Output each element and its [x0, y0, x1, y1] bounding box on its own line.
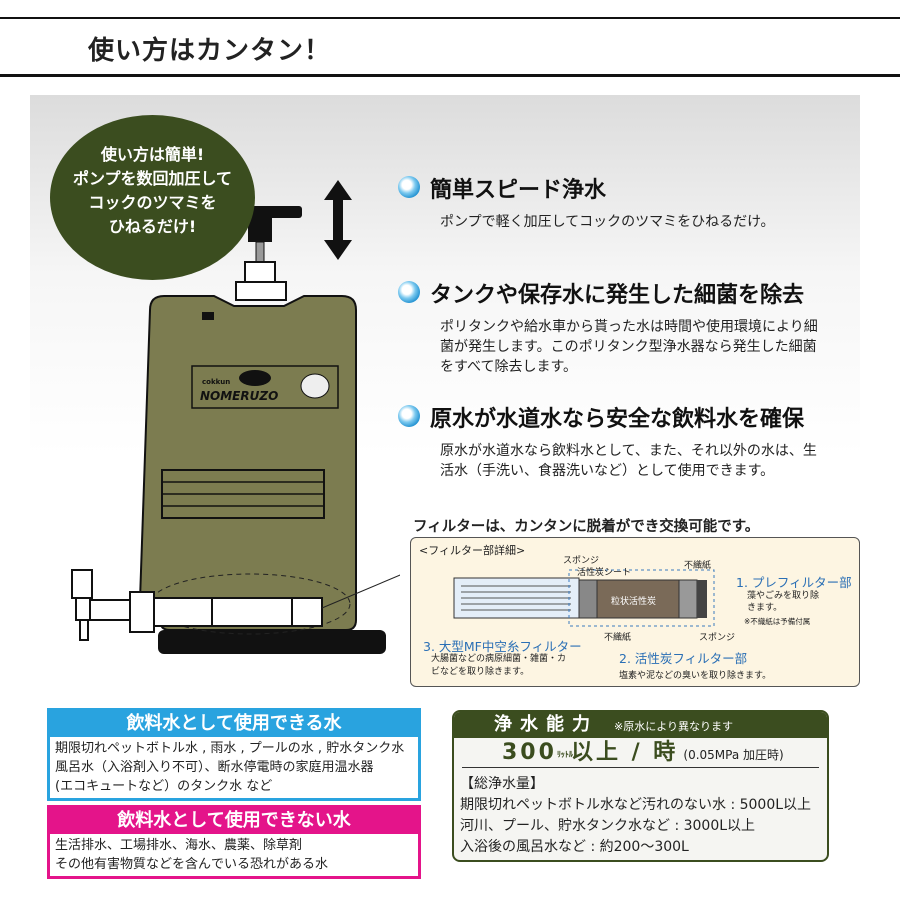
flow-rate: 300ﾘｯﾄﾙ以上 / 時 (0.05MPa 加圧時) [462, 738, 819, 768]
capacity-title: 浄水能力 [494, 714, 598, 735]
usable-line: 風呂水（入浴剤入り不可）、断水停電時の家庭用温水器 [55, 760, 374, 775]
unusable-title: 飲料水として使用できない水 [50, 808, 418, 834]
rate-suffix: 以上 / 時 [570, 740, 679, 765]
bubble-line: コックのツマミを [88, 193, 217, 212]
filter-caption: フィルターは、カンタンに脱着ができ交換可能です。 [413, 519, 760, 535]
unusable-water-box: 飲料水として使用できない水 生活排水、工場排水、海水、農薬、除草剤 その他有害物… [47, 805, 421, 879]
cock-icon [71, 569, 93, 599]
part-mf-desc: 大腸菌などの病原細菌・雑菌・カビなどを取り除きます。 [431, 654, 567, 677]
filter-detail-title: <フィルター部詳細> [419, 544, 526, 557]
unusable-line: その他有害物質などを含んでいる恐れがある水 [55, 857, 329, 872]
bullet-icon [398, 176, 420, 198]
label-sponge-top: スポンジ [563, 556, 600, 566]
part-mf-filter: 3. 大型MF中空糸フィルター [423, 639, 582, 654]
rate-unit: ﾘｯﾄﾙ [556, 750, 573, 759]
part-carbon-filter: 2. 活性炭フィルター部 [619, 651, 748, 666]
total-label: 【総浄水量】 [460, 776, 544, 792]
feature-body: ポンプで軽く加圧してコックのツマミをひねるだけ。 [440, 214, 775, 230]
bubble-line: ひねるだけ! [108, 217, 197, 236]
bubble-line: ポンプを数回加圧して [72, 169, 233, 188]
usable-water-box: 飲料水として使用できる水 期限切れペットボトル水 , 雨水 , プールの水 , … [47, 708, 421, 801]
label-nonwoven-bottom: 不織紙 [604, 633, 632, 643]
brand-small: cokkun [202, 378, 230, 386]
part-prefilter-desc: 藻やごみを取り除きます。 [747, 591, 820, 613]
brand-name: NOMERUZO [200, 389, 278, 403]
rate-value: 300 [502, 740, 557, 765]
label-sponge-bottom: スポンジ [699, 633, 736, 643]
usage-bubble: 使い方は簡単! ポンプを数回加圧して コックのツマミを ひねるだけ! [50, 115, 255, 280]
capacity-line: 期限切れペットボトル水など汚れのない水 : 5000L以上 [460, 797, 812, 813]
bullet-icon [398, 405, 420, 427]
capacity-note: ※原水により異なります [614, 720, 733, 733]
feature-body: ポリタンクや給水車から貰った水は時間や使用環境により細菌が発生します。このポリタ… [440, 319, 818, 375]
title-underline [0, 74, 900, 77]
rate-pressure: (0.05MPa 加圧時) [683, 748, 784, 762]
top-rule [0, 17, 900, 19]
filter-detail-box: <フィルター部詳細> スポンジ 活性炭シート 不織紙 粒状活性炭 不織紙 スポン… [410, 537, 860, 687]
feature-title: 簡単スピード浄水 [430, 178, 607, 203]
pump-arrow-icon [324, 180, 352, 260]
feature-title: 原水が水道水なら安全な飲料水を確保 [430, 407, 805, 432]
usable-line: 期限切れペットボトル水 , 雨水 , プールの水 , 貯水タンク水 [55, 741, 405, 756]
unusable-line: 生活排水、工場排水、海水、農薬、除草剤 [55, 838, 303, 853]
part-prefilter: 1. プレフィルター部 [736, 575, 852, 590]
filter-cartridge [151, 597, 323, 627]
capacity-box: 浄水能力 ※原水により異なります 300ﾘｯﾄﾙ以上 / 時 (0.05MPa 加… [452, 710, 829, 862]
bullet-icon [398, 281, 420, 303]
page-title: 使い方はカンタン！ [88, 36, 332, 66]
usable-title: 飲料水として使用できる水 [50, 711, 418, 737]
label-carbon-sheet: 活性炭シート [577, 568, 632, 578]
feature-body: 原水が水道水なら飲料水として、また、それ以外の水は、生活水（手洗い、食器洗いなど… [440, 443, 817, 479]
feature-title: タンクや保存水に発生した細菌を除去 [430, 283, 805, 308]
label-granular-carbon: 粒状活性炭 [611, 597, 657, 607]
part-carbon-desc: 塩素や泥などの臭いを取り除きます。 [619, 671, 772, 681]
usable-line: (エコキュートなど）のタンク水 など [55, 779, 273, 794]
capacity-line: 河川、プール、貯水タンク水など : 3000L以上 [460, 818, 756, 834]
label-nonwoven-top: 不織紙 [684, 561, 712, 571]
bubble-line: 使い方は簡単! [100, 145, 205, 164]
capacity-line: 入浴後の風呂水など : 約200～300L [460, 839, 689, 855]
filter-diagram [453, 569, 715, 627]
part-prefilter-note: ※不織紙は予備付属 [744, 617, 811, 626]
